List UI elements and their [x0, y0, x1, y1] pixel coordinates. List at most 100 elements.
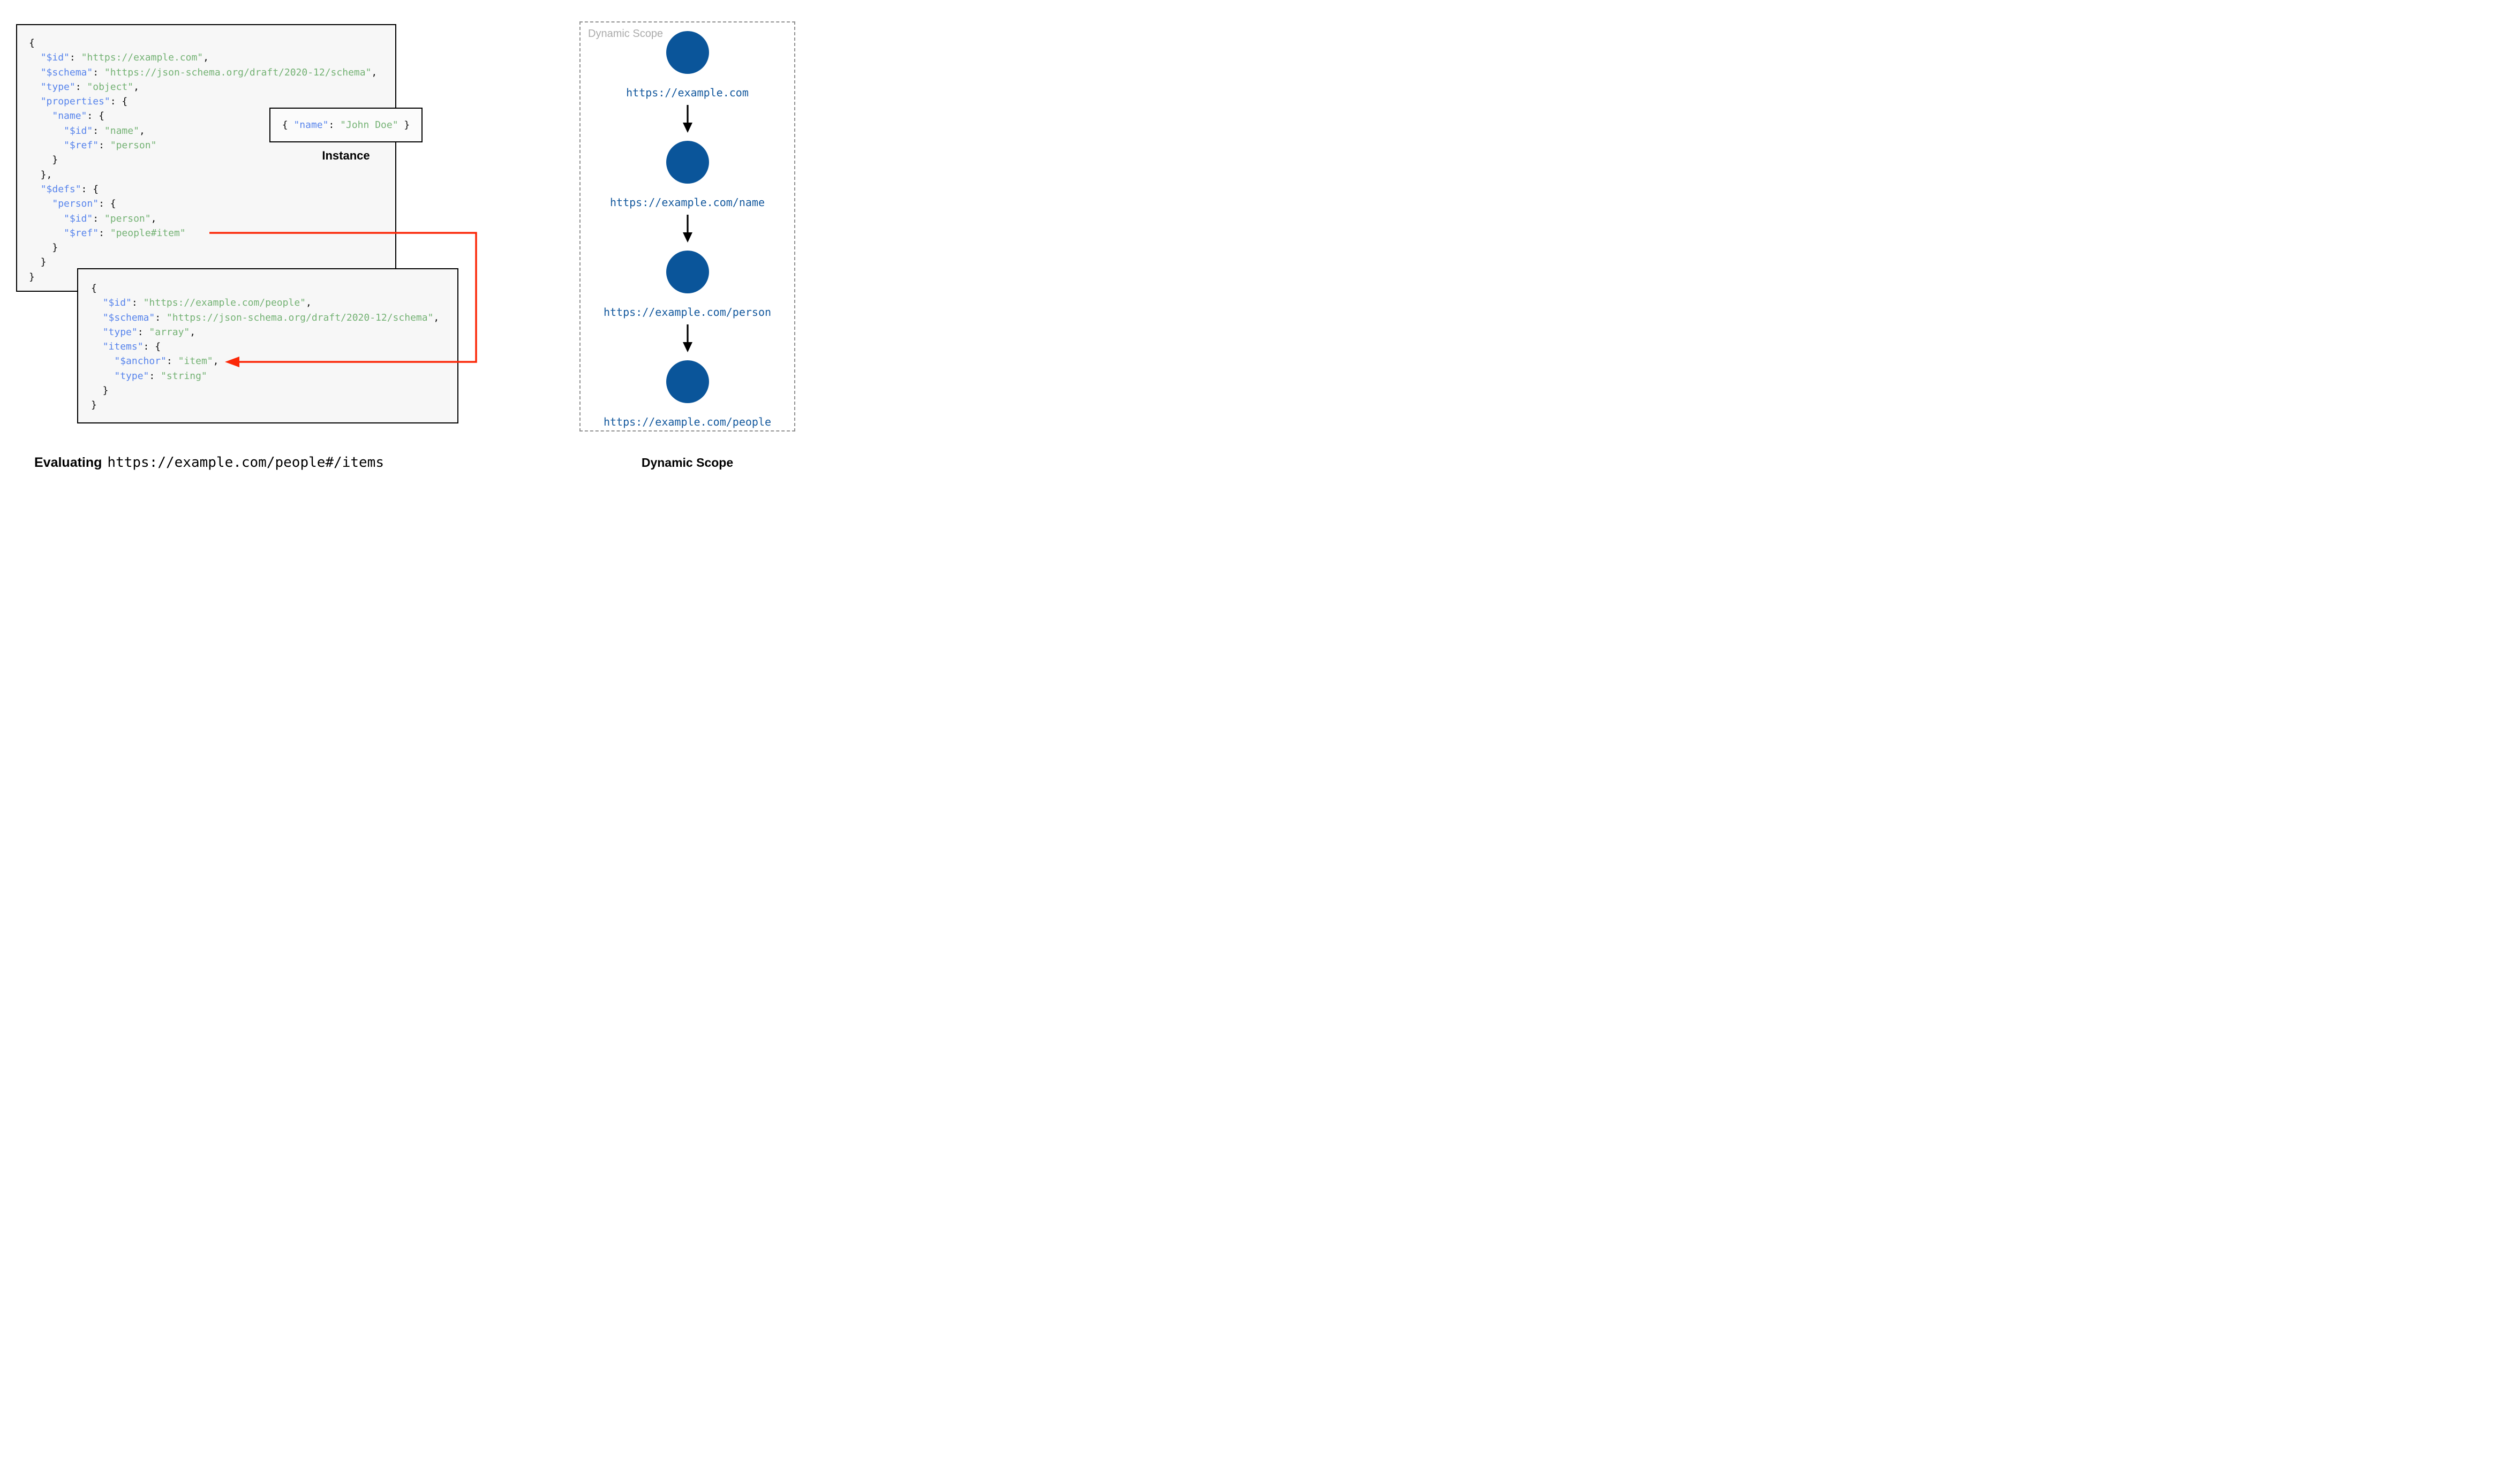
- code-punctuation: :: [99, 140, 110, 152]
- code-punctuation: }: [29, 154, 58, 166]
- code-line: "type": "array",: [91, 325, 457, 339]
- code-punctuation: :: [93, 125, 104, 137]
- code-line: "$id": "name",: [29, 124, 395, 138]
- code-punctuation: :: [93, 213, 104, 224]
- instance-box: { "name": "John Doe" }: [269, 108, 423, 142]
- code-line: "name": {: [29, 109, 395, 123]
- evaluating-caption-uri: https://example.com/people#/items: [107, 455, 384, 471]
- code-line: "$id": "person",: [29, 211, 395, 226]
- code-punctuation: [91, 341, 103, 352]
- code-punctuation: [91, 370, 114, 382]
- code-line: "$defs": {: [29, 182, 395, 196]
- code-key: "$ref": [64, 227, 99, 239]
- code-punctuation: :: [69, 52, 81, 64]
- code-punctuation: : {: [81, 183, 99, 195]
- code-punctuation: :: [137, 326, 149, 338]
- code-string: "name": [104, 125, 139, 137]
- code-punctuation: ,: [433, 312, 440, 323]
- code-punctuation: [91, 355, 114, 367]
- code-punctuation: ,: [150, 213, 157, 224]
- code-key: "items": [102, 341, 144, 353]
- code-punctuation: :: [99, 227, 110, 239]
- code-punctuation: {: [91, 283, 97, 294]
- code-string: "array": [149, 326, 190, 338]
- instance-label: Instance: [322, 149, 370, 162]
- code-punctuation: [29, 213, 64, 224]
- scope-node-uri: https://example.com/name: [610, 196, 765, 209]
- code-line: "properties": {: [29, 94, 395, 109]
- code-line: }: [29, 270, 395, 284]
- code-line: }: [29, 153, 395, 167]
- code-key: "type": [114, 370, 149, 382]
- code-punctuation: :: [131, 297, 144, 309]
- code-key: "$id": [64, 125, 93, 137]
- scope-node-circle: [666, 251, 709, 293]
- code-punctuation: ,: [139, 125, 145, 137]
- code-punctuation: [29, 52, 41, 63]
- scope-node-uri: https://example.com: [626, 86, 749, 99]
- code-line: }: [91, 383, 457, 398]
- code-line: "$ref": "people#item": [29, 226, 395, 240]
- code-punctuation: [29, 198, 52, 209]
- code-line: "$schema": "https://json-schema.org/draf…: [91, 311, 457, 325]
- code-string: "person": [110, 140, 157, 152]
- code-line: "$anchor": "item",: [91, 354, 457, 368]
- code-string: "person": [104, 213, 151, 224]
- code-string: "John Doe": [340, 119, 398, 131]
- code-line: {: [29, 36, 395, 50]
- code-key: "$id": [40, 52, 70, 64]
- code-key: "properties": [40, 96, 110, 108]
- code-punctuation: :: [93, 66, 104, 78]
- code-line: }: [29, 240, 395, 255]
- code-string: "people#item": [110, 227, 186, 239]
- code-punctuation: }: [91, 399, 97, 411]
- evaluating-caption: Evaluating https://example.com/people#/i…: [34, 455, 384, 471]
- code-punctuation: ,: [190, 326, 196, 338]
- code-punctuation: : {: [99, 198, 116, 210]
- code-punctuation: {: [29, 37, 35, 49]
- code-key: "type": [40, 81, 76, 93]
- code-punctuation: [29, 110, 52, 122]
- evaluating-caption-prefix: Evaluating: [34, 455, 102, 470]
- dynamic-scope-caption: Dynamic Scope: [641, 456, 734, 470]
- diagram-canvas: { "$id": "https://example.com", "$schema…: [0, 0, 825, 486]
- code-punctuation: }: [29, 242, 58, 254]
- code-line: "items": {: [91, 339, 457, 354]
- scope-node-circle: [666, 141, 709, 184]
- code-key: "name": [52, 110, 87, 122]
- code-line: "$id": "https://example.com/people",: [91, 296, 457, 310]
- code-punctuation: [29, 67, 41, 78]
- code-punctuation: [91, 297, 103, 308]
- dynamic-scope-nodes: https://example.com https://example.com/n…: [581, 31, 794, 429]
- code-punctuation: [29, 81, 41, 93]
- code-string: "https://json-schema.org/draft/2020-12/s…: [166, 312, 434, 323]
- code-key: "$schema": [102, 312, 155, 323]
- code-punctuation: :: [75, 81, 87, 93]
- code-punctuation: [91, 327, 103, 338]
- code-punctuation: }: [29, 271, 35, 283]
- code-line: "type": "string": [91, 369, 457, 383]
- code-punctuation: ,: [213, 355, 219, 367]
- down-arrow-icon: [681, 324, 695, 355]
- code-punctuation: [29, 125, 64, 137]
- code-punctuation: :: [166, 355, 178, 367]
- code-punctuation: [29, 96, 41, 107]
- code-punctuation: [91, 312, 103, 323]
- code-key: "$defs": [40, 183, 81, 195]
- code-key: "$schema": [40, 66, 93, 78]
- scope-node-uri: https://example.com/person: [603, 306, 772, 319]
- code-punctuation: {: [282, 119, 294, 131]
- code-line: }: [29, 255, 395, 269]
- code-string: "https://example.com/people": [143, 297, 306, 309]
- code-punctuation: }: [398, 119, 410, 131]
- code-line: {: [91, 281, 457, 296]
- code-key: "$anchor": [114, 355, 167, 367]
- code-punctuation: [29, 228, 64, 239]
- code-punctuation: : {: [110, 96, 128, 108]
- code-punctuation: }: [29, 256, 47, 268]
- code-key: "person": [52, 198, 99, 210]
- code-string: "item": [178, 355, 213, 367]
- code-line: "$schema": "https://json-schema.org/draf…: [29, 65, 395, 80]
- code-punctuation: [29, 184, 41, 195]
